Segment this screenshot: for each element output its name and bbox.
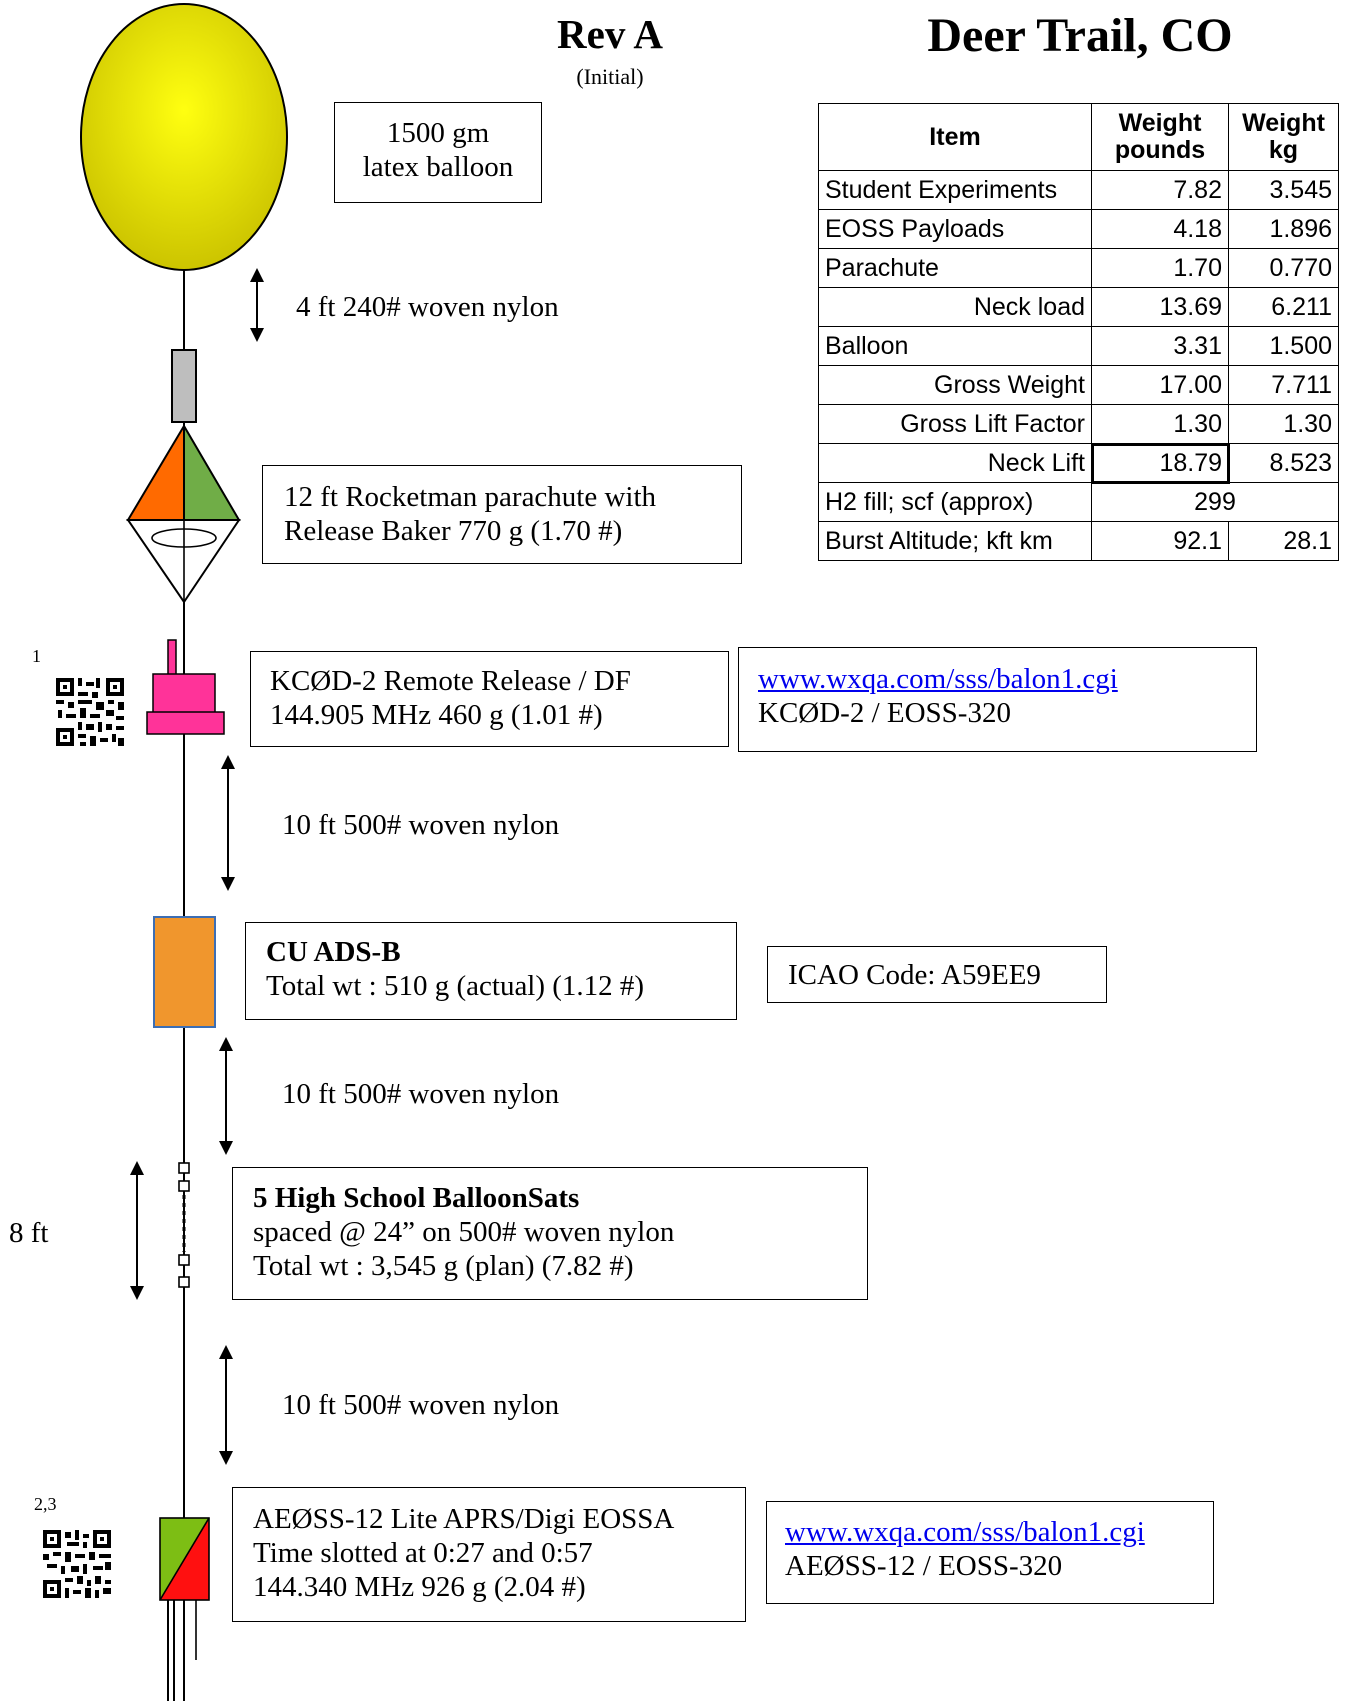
tracker-link-box: www.wxqa.com/sss/balon1.cgi AEØSS-12 / E… — [766, 1501, 1214, 1604]
tracker-line1: AEØSS-12 Lite APRS/Digi EOSSA — [253, 1503, 675, 1535]
tracker-line3: 144.340 MHz 926 g (2.04 #) — [253, 1571, 586, 1603]
tracker-tracking-link[interactable]: www.wxqa.com/sss/balon1.cgi — [785, 1516, 1145, 1548]
table-cell-kg: 3.545 — [1228, 170, 1339, 210]
balloon-label-box: 1500 gm latex balloon — [334, 102, 542, 203]
adsb-payload-shape — [153, 916, 216, 1028]
table-cell-kg: 1.500 — [1228, 326, 1339, 366]
footnote-2-3: 2,3 — [34, 1494, 57, 1514]
weight-table: Item Weight pounds Weight kg Student Exp… — [818, 103, 1339, 561]
qr-code-icon — [43, 1530, 111, 1598]
table-header-item: Item — [818, 103, 1092, 171]
table-cell-pounds: 1.30 — [1091, 404, 1229, 444]
table-cell-item: Gross Lift Factor — [818, 404, 1092, 444]
remote-release-shape — [146, 639, 225, 735]
table-header-kg: Weight kg — [1228, 103, 1339, 171]
table-cell-pounds: 4.18 — [1091, 209, 1229, 249]
table-cell-value: 299 — [1091, 482, 1339, 522]
table-cell-kg: 1.30 — [1228, 404, 1339, 444]
table-cell-kg: 7.711 — [1228, 365, 1339, 405]
remote-release-label-box: KCØD-2 Remote Release / DF 144.905 MHz 4… — [250, 651, 729, 747]
adsb-weight: Total wt : 510 g (actual) (1.12 #) — [266, 970, 645, 1002]
balloonsat-span-label: 8 ft — [9, 1217, 49, 1249]
swivel-shape — [171, 349, 197, 423]
table-cell-pounds: 18.79 — [1090, 442, 1230, 484]
qr-code-icon — [56, 678, 124, 746]
table-cell-item: Neck Lift — [818, 443, 1092, 483]
table-header-pounds: Weight pounds — [1091, 103, 1229, 171]
table-cell-pounds: 7.82 — [1091, 170, 1229, 210]
table-row: H2 fill; scf (approx)299 — [818, 482, 1339, 522]
balloon-type: latex balloon — [362, 151, 514, 183]
tracker-ident: AEØSS-12 / EOSS-320 — [785, 1550, 1063, 1582]
balloonsat-beads — [178, 1162, 190, 1288]
table-cell-item: H2 fill; scf (approx) — [818, 482, 1092, 522]
parachute-shape — [126, 422, 241, 604]
adsb-label-box: CU ADS-B Total wt : 510 g (actual) (1.12… — [245, 922, 737, 1020]
balloonsats-spacing: spaced @ 24” on 500# woven nylon — [253, 1216, 675, 1248]
release-line1: KCØD-2 Remote Release / DF — [270, 665, 631, 697]
table-cell-kg: 1.896 — [1228, 209, 1339, 249]
table-cell-kg: 28.1 — [1228, 521, 1339, 561]
table-cell-pounds: 1.70 — [1091, 248, 1229, 288]
line-label-10ft-1: 10 ft 500# woven nylon — [282, 809, 560, 841]
balloonsats-weight: Total wt : 3,545 g (plan) (7.82 #) — [253, 1250, 634, 1282]
parachute-label-box: 12 ft Rocketman parachute with Release B… — [262, 465, 742, 564]
table-cell-kg: 6.211 — [1228, 287, 1339, 327]
parachute-line2: Release Baker 770 g (1.70 #) — [284, 515, 623, 547]
balloonsats-title: 5 High School BalloonSats — [253, 1182, 580, 1214]
release-tracking-box: www.wxqa.com/sss/balon1.cgi KCØD-2 / EOS… — [738, 647, 1257, 752]
icao-code: ICAO Code: A59EE9 — [788, 959, 1041, 991]
table-cell-item: Student Experiments — [818, 170, 1092, 210]
balloon-shape — [80, 3, 288, 271]
line-label-10ft-3: 10 ft 500# woven nylon — [282, 1389, 560, 1421]
revision-subtitle: (Initial) — [576, 64, 644, 89]
table-cell-kg: 8.523 — [1228, 443, 1339, 483]
tracker-line2: Time slotted at 0:27 and 0:57 — [253, 1537, 593, 1569]
table-cell-pounds: 17.00 — [1091, 365, 1229, 405]
release-tracking-link[interactable]: www.wxqa.com/sss/balon1.cgi — [758, 663, 1118, 695]
release-ident: KCØD-2 / EOSS-320 — [758, 697, 1011, 729]
table-cell-item: Gross Weight — [818, 365, 1092, 405]
release-line2: 144.905 MHz 460 g (1.01 #) — [270, 699, 603, 731]
revision-title: Rev A — [557, 11, 663, 57]
parachute-line1: 12 ft Rocketman parachute with — [284, 481, 657, 513]
launch-location: Deer Trail, CO — [927, 9, 1233, 62]
line-label-10ft-2: 10 ft 500# woven nylon — [282, 1078, 560, 1110]
table-cell-kg: 0.770 — [1228, 248, 1339, 288]
table-cell-item: Neck load — [818, 287, 1092, 327]
table-cell-item: Burst Altitude; kft km — [818, 521, 1092, 561]
table-cell-pounds: 13.69 — [1091, 287, 1229, 327]
table-cell-item: Parachute — [818, 248, 1092, 288]
table-cell-pounds: 92.1 — [1091, 521, 1229, 561]
table-cell-item: Balloon — [818, 326, 1092, 366]
balloonsats-label-box: 5 High School BalloonSats spaced @ 24” o… — [232, 1167, 868, 1300]
footnote-1: 1 — [32, 646, 41, 666]
line-label-4ft: 4 ft 240# woven nylon — [296, 291, 559, 323]
tracker-label-box: AEØSS-12 Lite APRS/Digi EOSSA Time slott… — [232, 1487, 746, 1622]
table-cell-pounds: 3.31 — [1091, 326, 1229, 366]
icao-code-box: ICAO Code: A59EE9 — [767, 946, 1107, 1003]
tracker-shape — [159, 1517, 210, 1701]
adsb-title: CU ADS-B — [266, 936, 401, 968]
table-cell-item: EOSS Payloads — [818, 209, 1092, 249]
balloon-size: 1500 gm — [386, 117, 490, 149]
